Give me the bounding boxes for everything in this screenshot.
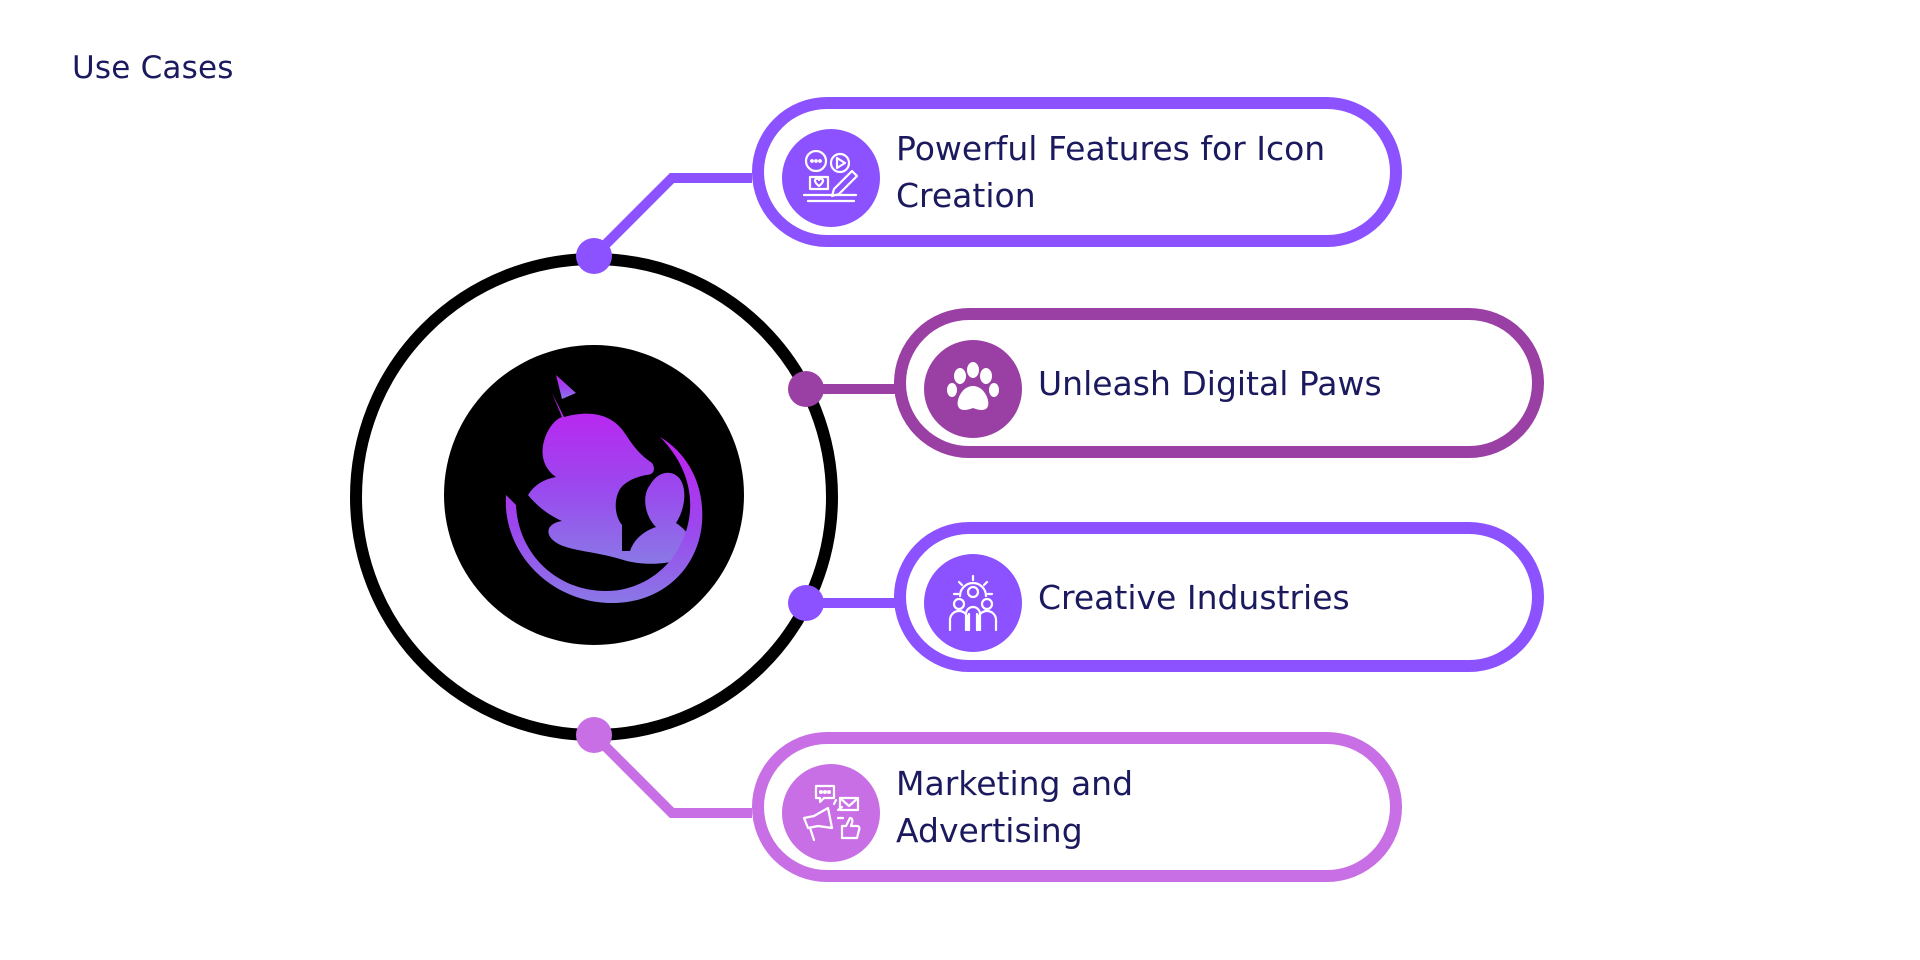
connector-line-4 xyxy=(590,731,752,818)
connector-node-2 xyxy=(788,371,824,407)
creative-team-gear-icon xyxy=(924,554,1022,652)
use-case-card-digital-paws[interactable]: Unleash Digital Paws xyxy=(894,308,1544,458)
cat-dog-logo-icon xyxy=(444,345,744,645)
icon-design-tools-icon xyxy=(782,129,880,227)
use-case-card-marketing[interactable]: Marketing and Advertising xyxy=(752,732,1402,882)
connector-node-3 xyxy=(788,585,824,621)
use-case-card-icon-creation[interactable]: Powerful Features for Icon Creation xyxy=(752,97,1402,247)
use-case-label: Unleash Digital Paws xyxy=(1038,363,1382,403)
use-case-label: Marketing and Advertising xyxy=(896,764,1134,850)
use-case-label: Creative Industries xyxy=(1038,577,1350,617)
connector-node-4 xyxy=(576,717,612,753)
paw-print-icon xyxy=(924,340,1022,438)
use-case-card-creative-industries[interactable]: Creative Industries xyxy=(894,522,1544,672)
connector-line-1 xyxy=(590,173,752,260)
use-case-label: Powerful Features for Icon Creation xyxy=(896,129,1326,215)
page-title: Use Cases xyxy=(72,50,234,86)
megaphone-marketing-icon xyxy=(782,764,880,862)
connector-node-1 xyxy=(576,238,612,274)
